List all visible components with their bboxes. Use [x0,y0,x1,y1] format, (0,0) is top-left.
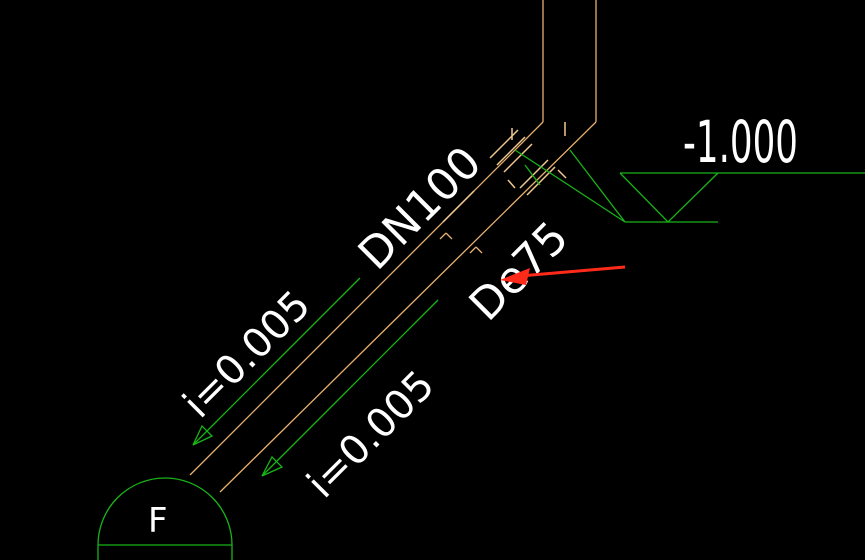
fitting-mark-upper-a [439,232,447,240]
slope-arrow-lower-line [261,299,439,477]
vertical-riser [542,0,597,122]
fitting-mark-lower-a [469,246,477,254]
slope-arrow-upper-head [192,424,214,446]
fixture-letter: F [148,501,168,541]
pipe-lower-diagonal [219,121,597,493]
break-tick-8 [507,179,516,189]
pipe-upper-diagonal [189,121,544,476]
elevation-label: -1.000 [683,108,798,176]
fixture-semicircle [97,477,233,546]
pipe-upper-line [189,121,544,476]
pipe-break-marks [489,122,567,196]
pipe-lower-line [219,121,597,493]
pipe-upper-size-label: DN100 [349,137,492,280]
junction-leaders [514,149,626,223]
slope-upper-label: i=0.005 [175,282,320,427]
red-pointer-arrow [500,265,626,285]
break-tick-1 [489,129,519,159]
fixture-symbol [97,477,233,560]
break-tick-4 [519,159,549,189]
break-tick-3 [503,143,533,173]
elevation-marker [619,172,865,223]
slope-arrow-upper-line [192,277,361,446]
slope-arrow-lower-head [261,455,284,477]
leader-3 [524,164,541,186]
slope-arrow-upper [192,277,361,446]
red-arrow-shaft [519,265,626,278]
pipe-upper-edge-white [442,190,475,223]
break-tick-2 [496,136,526,166]
leader-2 [569,149,626,223]
slope-arrow-lower [261,299,439,477]
red-arrow-head [500,268,530,285]
leader-1 [514,149,626,223]
slope-lower-label: i=0.005 [299,362,444,507]
break-tick-9 [557,169,567,179]
break-tick-5 [526,166,556,196]
fitting-mark-upper-b [445,232,453,240]
fitting-mark-lower-b [475,246,483,254]
pipe-fittings [439,232,483,254]
elevation-triangle [619,172,719,223]
